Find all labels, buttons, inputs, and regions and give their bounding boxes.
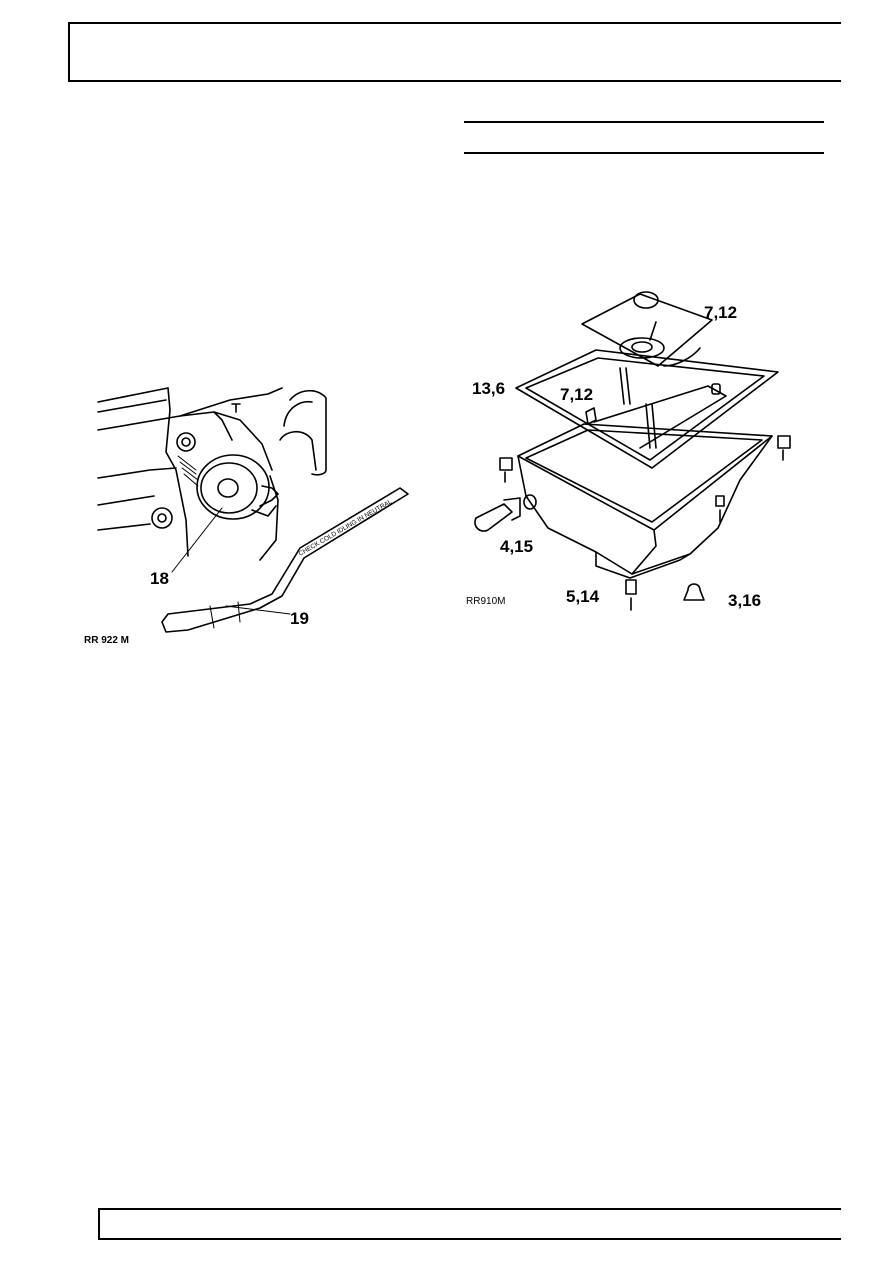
long-bolts-drawing [619,367,721,449]
filler-cap-drawing [196,454,279,520]
baffle-drawing [585,385,727,449]
callout-4-15: 4,15 [500,537,533,556]
drain-plug-drawing [474,494,537,532]
callout-7-12-top: 7,12 [704,303,737,322]
engine-block-drawing [97,387,327,561]
callout-13-6: 13,6 [472,379,505,398]
callout-3-16: 3,16 [728,591,761,610]
page-footer-box [98,1208,841,1240]
leader-lines-left [171,507,291,615]
figure-ref-code: RR 922 M [84,635,129,646]
gasket-drawing [515,349,779,469]
section-rule-top [464,121,824,123]
oil-pan-drawing [517,423,773,579]
page-header-box [68,22,841,82]
callout-5-14: 5,14 [566,587,600,606]
callout-7-12-mid: 7,12 [560,385,593,404]
callout-19: 19 [290,609,309,628]
section-rule-bottom [464,152,824,154]
fasteners-drawing [499,435,791,611]
strainer-plate-drawing [581,291,713,367]
callout-18: 18 [150,569,169,588]
figure-ref-code-right: RR910M [466,596,505,607]
